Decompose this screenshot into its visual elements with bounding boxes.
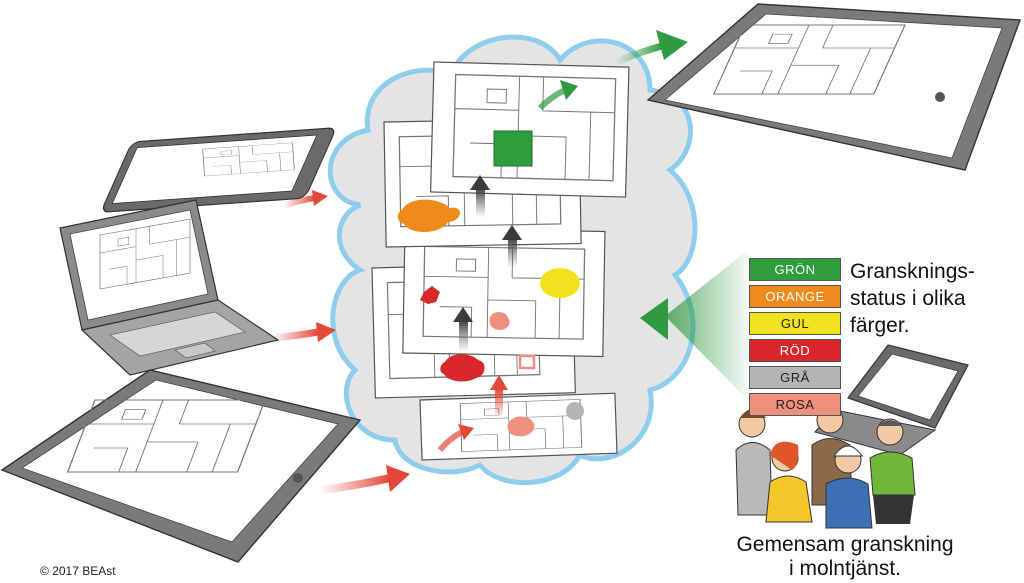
pink-markup-box (518, 354, 536, 370)
status-color-legend: GRÖN ORANGE GUL RÖD GRÅ ROSA (749, 258, 841, 420)
shared-review-caption: Gemensam granskning i molntjänst. (700, 533, 990, 581)
tablet-icon (646, 3, 1021, 171)
legend-item-grå: GRÅ (749, 366, 841, 389)
green-markup (493, 130, 533, 167)
arrow-icon (537, 80, 578, 111)
red-markup (420, 286, 440, 304)
people-group-icon (735, 406, 916, 529)
arrow-icon (282, 190, 328, 209)
legend-item-gul: GUL (749, 312, 841, 335)
pink-markup (507, 416, 535, 437)
legend-item-orange: ORANGE (749, 285, 841, 308)
arrow-icon (271, 322, 336, 342)
caption-line: i molntjänst. (788, 557, 902, 580)
caption-line: Gemensam granskning (736, 533, 954, 556)
laptop-icon (814, 344, 969, 456)
status-caption: Gransknings- status i olika färger. (850, 258, 975, 339)
legend-item-grön: GRÖN (749, 258, 841, 281)
red-markup (440, 354, 485, 382)
tablet-icon (102, 127, 335, 213)
pink-markup (489, 312, 510, 330)
tablet-icon (0, 369, 362, 563)
arrow-icon (502, 225, 522, 268)
arrow-icon (490, 375, 508, 418)
workflow-arrows (437, 80, 578, 452)
arrow-icon (614, 30, 688, 66)
yellow-markup (540, 268, 580, 298)
orange-markup (397, 199, 460, 233)
legend-item-röd: RÖD (749, 339, 841, 362)
legend-item-rosa: ROSA (749, 393, 841, 416)
arrow-icon (437, 424, 474, 452)
laptop-icon (59, 199, 280, 376)
gray-markup (566, 402, 584, 420)
arrow-icon (470, 175, 490, 218)
arrow-icon (640, 298, 668, 340)
review-markups (397, 130, 584, 437)
status-caption-line: färger. (850, 314, 910, 337)
arrow-icon (453, 307, 473, 352)
feedback-beam (665, 250, 748, 400)
arrow-icon (319, 465, 410, 494)
incoming-arrows (271, 190, 410, 494)
drawing-sheet (429, 61, 630, 198)
status-caption-line: Gransknings- (850, 260, 975, 283)
status-caption-line: status i olika (850, 287, 966, 310)
copyright-notice: © 2017 BEAst (40, 564, 116, 578)
